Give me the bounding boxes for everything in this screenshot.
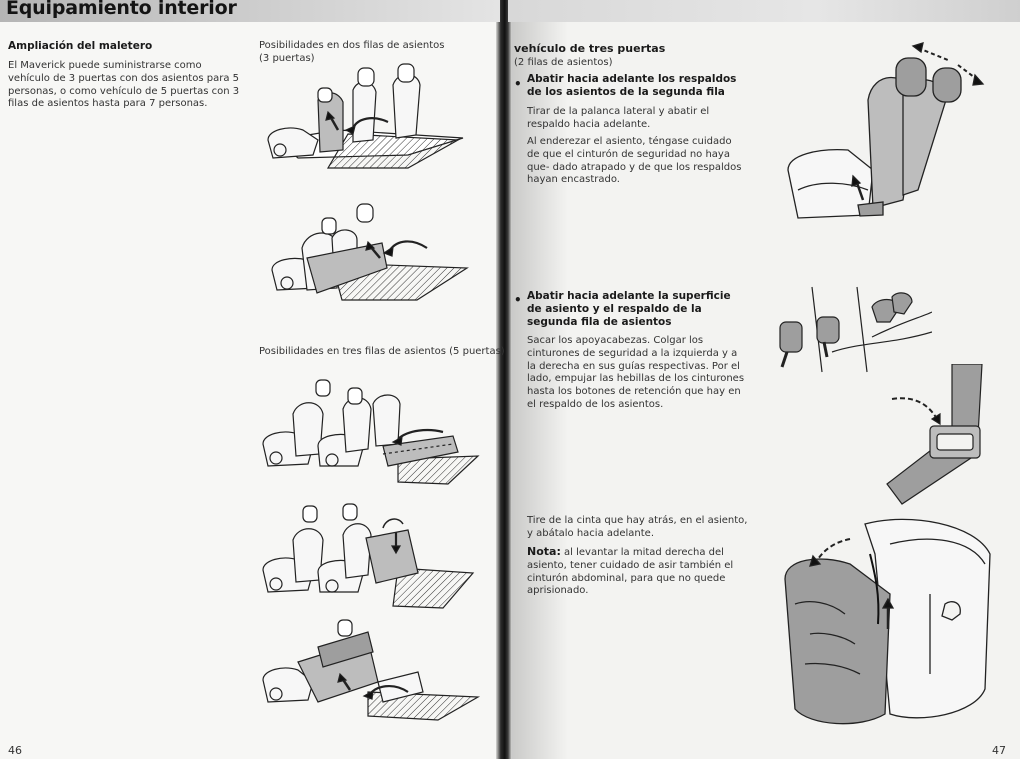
page-title: Equipamiento interior [6, 0, 237, 19]
title-bar: Equipamiento interior [0, 0, 500, 22]
seat-illustration-backrest-fold [778, 40, 993, 240]
bullet2-text: Sacar los apoyacabezas. Colgar los cintu… [527, 335, 745, 410]
bullet2-heading-line2: de asiento y el respaldo de la [527, 303, 702, 315]
caption-three-rows: Posibilidades en tres filas de asientos … [259, 346, 505, 357]
seat-illustration-two-rows-1 [258, 60, 473, 180]
caption-two-rows-line2: (3 puertas) [259, 52, 315, 64]
seat-illustration-two-rows-2 [262, 198, 472, 313]
caption-two-rows: Posibilidades en dos filas de asientos (… [259, 40, 444, 65]
strap-instruction: Tire de la cinta que hay atrás, en el as… [527, 515, 748, 539]
gutter-shadow [508, 0, 568, 759]
bullet1-text1: Tirar de la palanca lateral y abatir el … [527, 106, 710, 130]
right-subheading: (2 filas de asientos) [514, 57, 613, 68]
bullet1-heading-line1: Abatir hacia adelante los respaldos [527, 73, 737, 85]
bullet1-text2: Al enderezar el asiento, téngase cuidado… [527, 136, 742, 186]
seat-illustration-three-rows-1 [258, 374, 483, 489]
note-paragraph: Nota: al levantar la mitad derecha del a… [527, 545, 737, 598]
seat-illustration-belt-buckle [882, 364, 992, 509]
page-number-left: 46 [8, 744, 22, 757]
seat-illustration-three-rows-3 [258, 612, 483, 722]
title-bar-right [508, 0, 1020, 22]
intro-paragraph: El Maverick puede suministrarse como veh… [8, 60, 240, 110]
caption-two-rows-line1: Posibilidades en dos filas de asientos [259, 40, 445, 51]
seat-illustration-strap-fold [780, 514, 1005, 739]
note-text: al levantar la mitad derecha del asiento… [527, 547, 734, 597]
bullet2-heading-line3: segunda fila de asientos [527, 316, 672, 328]
bullet-marker: • [514, 77, 522, 91]
section-heading: Ampliación del maletero [8, 40, 153, 52]
bullet1-heading: Abatir hacia adelante los respaldos de l… [527, 73, 736, 99]
page-number-right: 47 [992, 744, 1006, 757]
note-label: Nota: [527, 545, 561, 558]
right-heading: vehículo de tres puertas [514, 42, 666, 55]
bullet2-heading-line1: Abatir hacia adelante la superficie [527, 290, 731, 302]
book-spine [496, 0, 512, 759]
bullet2-heading: Abatir hacia adelante la superficie de a… [527, 290, 731, 329]
seat-illustration-three-rows-2 [258, 498, 483, 613]
seat-illustration-belt-guides [772, 282, 932, 377]
bullet1-heading-line2: de los asientos de la segunda fila [527, 86, 725, 98]
bullet-marker: • [514, 293, 522, 307]
